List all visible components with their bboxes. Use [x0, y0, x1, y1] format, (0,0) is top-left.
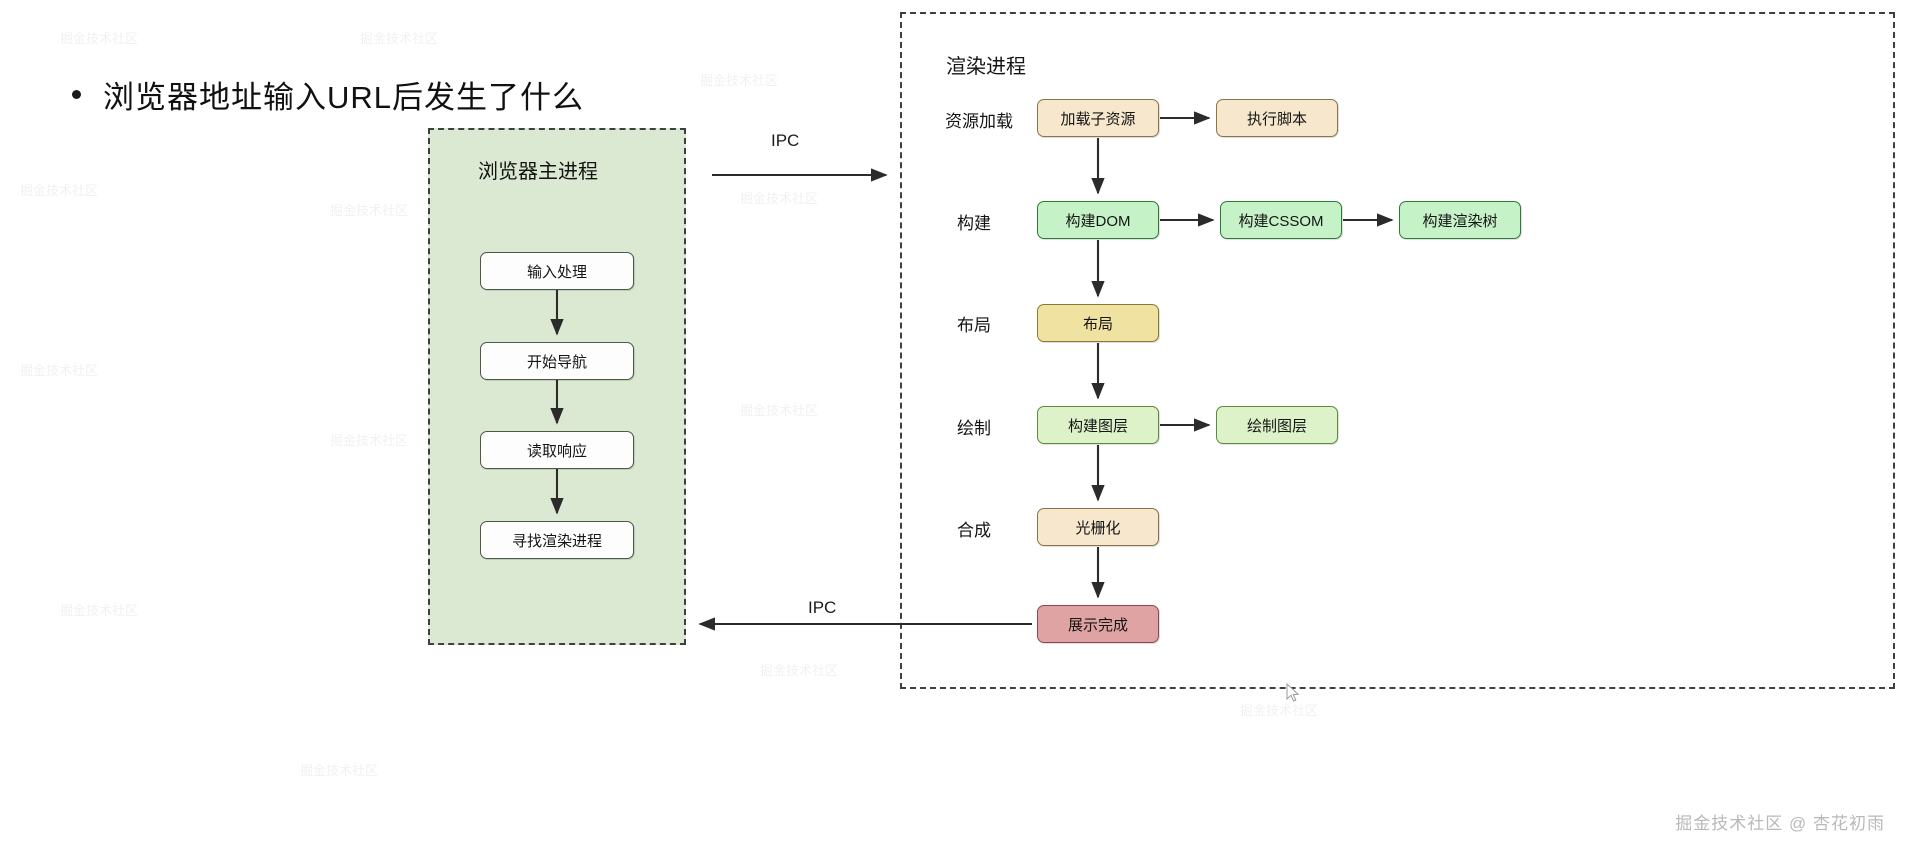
renderer-process-title: 渲染进程 — [946, 56, 1026, 78]
node-rasterize[interactable]: 光栅化 — [1037, 508, 1159, 546]
background-watermark: 掘金技术社区 — [740, 403, 819, 418]
stage-label-resource-loading: 资源加载 — [945, 112, 1013, 131]
node-find-renderer-process[interactable]: 寻找渲染进程 — [480, 521, 634, 559]
node-display-complete[interactable]: 展示完成 — [1037, 605, 1159, 643]
node-build-render-tree[interactable]: 构建渲染树 — [1399, 201, 1521, 239]
mouse-cursor-icon — [1286, 683, 1300, 702]
node-build-layers[interactable]: 构建图层 — [1037, 406, 1159, 444]
stage-label-composite: 合成 — [957, 521, 991, 540]
heading-text: 浏览器地址输入URL后发生了什么 — [103, 80, 585, 115]
corner-watermark: 掘金技术社区 @ 杏花初雨 — [1675, 814, 1885, 833]
stage-label-build: 构建 — [957, 214, 991, 233]
background-watermark: 掘金技术社区 — [760, 663, 839, 678]
background-watermark: 掘金技术社区 — [300, 763, 379, 778]
background-watermark: 掘金技术社区 — [330, 203, 409, 218]
stage-label-paint: 绘制 — [957, 419, 991, 438]
node-input-handling[interactable]: 输入处理 — [480, 252, 634, 290]
background-watermark: 掘金技术社区 — [360, 31, 439, 46]
node-paint-layers[interactable]: 绘制图层 — [1216, 406, 1338, 444]
node-execute-script[interactable]: 执行脚本 — [1216, 99, 1338, 137]
ipc-label-bottom: IPC — [808, 598, 837, 617]
browser-process-title: 浏览器主进程 — [478, 161, 598, 183]
background-watermark: 掘金技术社区 — [20, 363, 99, 378]
background-watermark: 掘金技术社区 — [60, 31, 139, 46]
background-watermark: 掘金技术社区 — [1240, 703, 1319, 718]
browser-process-container: 浏览器主进程 — [428, 128, 686, 645]
background-watermark: 掘金技术社区 — [740, 191, 819, 206]
background-watermark: 掘金技术社区 — [700, 73, 779, 88]
node-build-dom[interactable]: 构建DOM — [1037, 201, 1159, 239]
node-layout[interactable]: 布局 — [1037, 304, 1159, 342]
background-watermark: 掘金技术社区 — [20, 183, 99, 198]
node-load-subresources[interactable]: 加载子资源 — [1037, 99, 1159, 137]
bullet-dot-icon — [72, 90, 81, 99]
node-start-navigation[interactable]: 开始导航 — [480, 342, 634, 380]
stage-label-layout: 布局 — [957, 316, 991, 335]
slide-heading: 浏览器地址输入URL后发生了什么 — [72, 72, 584, 117]
ipc-label-top: IPC — [771, 131, 800, 150]
background-watermark: 掘金技术社区 — [330, 433, 409, 448]
node-build-cssom[interactable]: 构建CSSOM — [1220, 201, 1342, 239]
background-watermark: 掘金技术社区 — [60, 603, 139, 618]
node-read-response[interactable]: 读取响应 — [480, 431, 634, 469]
